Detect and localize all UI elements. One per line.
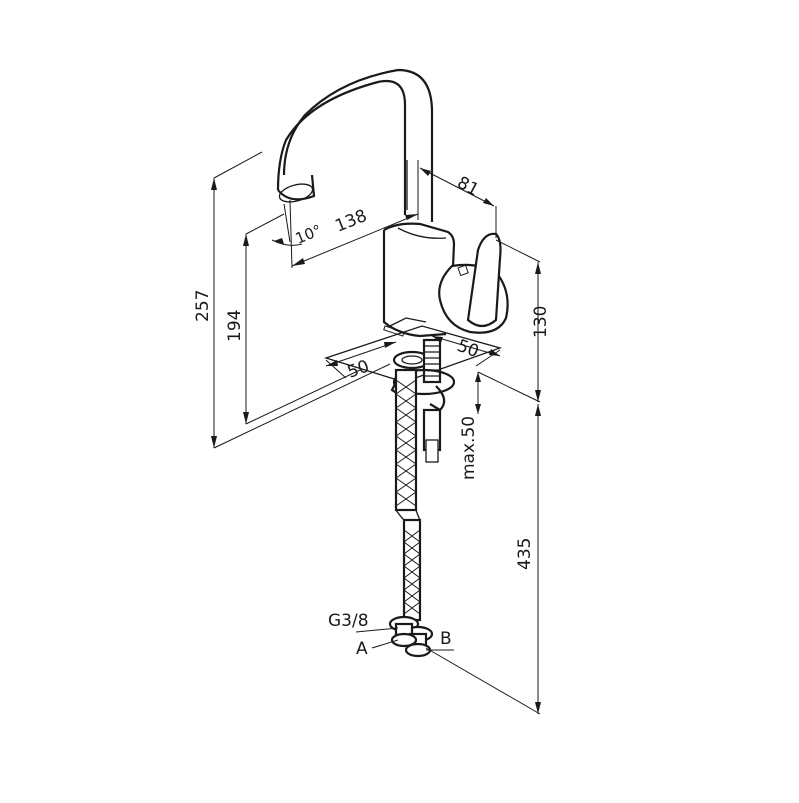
dimension-counter-max: max.50 (459, 372, 481, 480)
dimension-label-base-left: 50 (345, 357, 372, 383)
dimension-label-138: 138 (332, 206, 370, 237)
connection-labels: G3/8 A B (328, 611, 454, 659)
faucet-spout (276, 68, 434, 222)
dimension-label-base-right: 50 (454, 336, 481, 362)
dimension-height-spout: 194 (225, 213, 361, 425)
dimension-height-total: 257 (193, 151, 391, 449)
countertop-plane (323, 325, 503, 383)
faucet-body (382, 222, 456, 338)
dimension-label-angle: 10° (293, 221, 324, 248)
dimension-label-194: 194 (225, 310, 245, 342)
faucet-handle (438, 232, 509, 334)
dimension-label-max50: max.50 (459, 416, 479, 480)
dimension-label-81: 81 (454, 173, 482, 201)
label-thread: G3/8 (328, 611, 369, 631)
label-b: B (440, 629, 452, 649)
supply-hoses (394, 368, 422, 622)
mounting-hardware (390, 338, 456, 463)
dimension-label-435: 435 (515, 538, 535, 570)
label-a: A (356, 639, 368, 659)
dimension-label-130: 130 (531, 306, 551, 338)
hose-fittings (388, 615, 434, 658)
dimension-reach: 138 10° (271, 199, 419, 269)
dimension-hose-length: 435 (425, 404, 541, 715)
dimension-label-257: 257 (193, 290, 213, 322)
dimension-body-height: 130 (477, 239, 551, 403)
